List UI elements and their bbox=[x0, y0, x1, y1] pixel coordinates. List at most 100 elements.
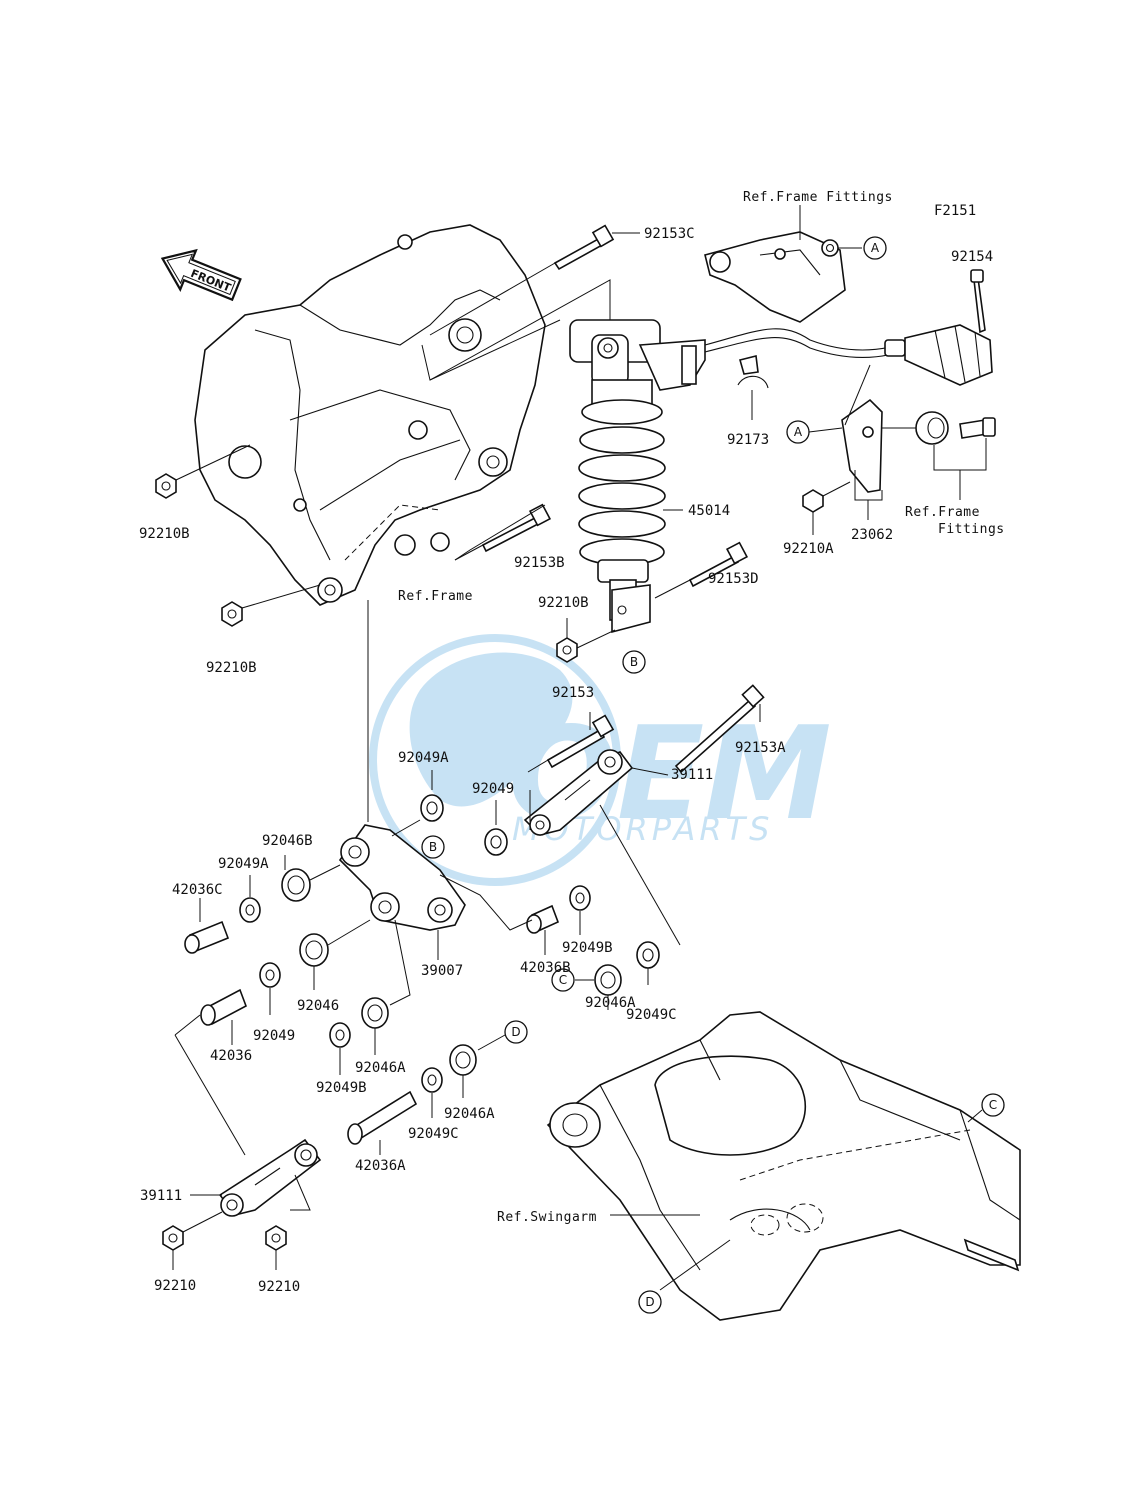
label-42036: 42036 bbox=[210, 1048, 252, 1064]
label-92049b-right: 92049B bbox=[562, 940, 613, 956]
label-92046a-mid: 92046A bbox=[355, 1060, 406, 1076]
bearing-92046a-mid bbox=[361, 919, 411, 1055]
label-42036b: 42036B bbox=[520, 960, 571, 976]
nut-92210b-top bbox=[155, 444, 251, 499]
washer-92049c-right bbox=[636, 941, 660, 985]
ref-frame-fittings-top: Ref.Frame Fittings bbox=[743, 190, 893, 205]
label-92210b-top: 92210B bbox=[139, 526, 190, 542]
label-92153c: 92153C bbox=[644, 226, 695, 242]
bolt-92153d bbox=[654, 541, 749, 599]
swingarm bbox=[546, 1011, 1021, 1321]
ref-frame-fittings-right-1: Ref.Frame bbox=[905, 505, 980, 520]
label-92153a: 92153A bbox=[735, 740, 786, 756]
frame-fitting-bracket bbox=[704, 205, 862, 323]
tie-rod-top bbox=[523, 749, 681, 946]
callout-c-left: C bbox=[551, 968, 575, 992]
label-42036a: 42036A bbox=[355, 1158, 406, 1174]
washer-92049a-left bbox=[239, 875, 261, 923]
label-23062: 23062 bbox=[851, 527, 893, 543]
label-92046: 92046 bbox=[297, 998, 339, 1014]
preload-adjuster bbox=[704, 269, 993, 386]
diagram-code: F2151 bbox=[934, 203, 976, 219]
collar-42036b bbox=[439, 874, 560, 955]
collar-42036c bbox=[184, 898, 230, 954]
collar-42036 bbox=[200, 988, 247, 1045]
callout-d-bottom: D bbox=[638, 1290, 662, 1314]
ref-swingarm: Ref.Swingarm bbox=[497, 1210, 597, 1225]
bolt-92153a bbox=[674, 684, 765, 774]
washer-92049-top bbox=[484, 800, 508, 856]
nut-92210b-shock bbox=[556, 618, 616, 663]
label-92153: 92153 bbox=[552, 685, 594, 701]
nut-92210b-mid bbox=[221, 584, 321, 627]
washer-92049b-mid bbox=[329, 1022, 351, 1075]
rocker-arm bbox=[338, 600, 466, 960]
label-92210-left: 92210 bbox=[154, 1278, 196, 1294]
label-92049a-left: 92049A bbox=[218, 856, 269, 872]
svg-text:C: C bbox=[559, 973, 567, 987]
label-92210-right: 92210 bbox=[258, 1279, 300, 1295]
washer-92049a-top bbox=[391, 770, 444, 837]
label-39111-top: 39111 bbox=[671, 767, 713, 783]
label-39111-low: 39111 bbox=[140, 1188, 182, 1204]
frame bbox=[194, 224, 546, 606]
spring-coils bbox=[578, 399, 666, 566]
label-92049c-mid: 92049C bbox=[408, 1126, 459, 1142]
label-92210b-shock: 92210B bbox=[538, 595, 589, 611]
callout-b-shock: B bbox=[622, 650, 646, 674]
svg-text:D: D bbox=[645, 1295, 654, 1309]
nut-92210-right bbox=[265, 1174, 311, 1270]
label-92049c-right: 92049C bbox=[626, 1007, 677, 1023]
washer-92049b-right bbox=[569, 885, 591, 935]
label-92049-left: 92049 bbox=[253, 1028, 295, 1044]
bracket-23062 bbox=[841, 364, 883, 520]
collar-42036a bbox=[347, 1090, 418, 1155]
front-arrow-icon: FRONT bbox=[160, 248, 242, 302]
label-92049a-top: 92049A bbox=[398, 750, 449, 766]
tie-rod-low bbox=[174, 1014, 322, 1217]
bearing-92046b bbox=[281, 855, 341, 902]
label-92046b: 92046B bbox=[262, 833, 313, 849]
nut-92210-left bbox=[162, 1211, 223, 1270]
label-92154: 92154 bbox=[951, 249, 993, 265]
bearing-92046a-right bbox=[575, 964, 622, 1010]
label-92210b-mid: 92210B bbox=[206, 660, 257, 676]
washer-92049-left bbox=[259, 962, 281, 1015]
label-45014: 45014 bbox=[688, 503, 730, 519]
ref-frame-fittings-right-2: Fittings bbox=[938, 522, 1005, 537]
svg-text:A: A bbox=[794, 425, 803, 439]
shock-absorber bbox=[421, 279, 706, 634]
label-42036c: 42036C bbox=[172, 882, 223, 898]
label-92046a-low: 92046A bbox=[444, 1106, 495, 1122]
svg-text:A: A bbox=[871, 241, 880, 255]
clamp-92173 bbox=[737, 355, 769, 420]
callout-d-top: D bbox=[504, 1020, 528, 1044]
label-92049-top: 92049 bbox=[472, 781, 514, 797]
collar-and-bolt bbox=[882, 411, 996, 500]
bolt-92153 bbox=[527, 712, 615, 773]
label-92173: 92173 bbox=[727, 432, 769, 448]
svg-text:D: D bbox=[511, 1025, 520, 1039]
nut-92210a bbox=[802, 481, 851, 535]
callout-b-rocker: B bbox=[421, 835, 445, 859]
label-92210a: 92210A bbox=[783, 541, 834, 557]
ref-frame: Ref.Frame bbox=[398, 589, 473, 604]
callout-c-right: C bbox=[981, 1093, 1005, 1117]
label-92049b-mid: 92049B bbox=[316, 1080, 367, 1096]
label-39007: 39007 bbox=[421, 963, 463, 979]
callout-a-top: A bbox=[863, 236, 887, 260]
part-labels: 92153C 92154 92173 23062 92210A 92210B 9… bbox=[139, 226, 993, 1295]
svg-text:C: C bbox=[989, 1098, 997, 1112]
bolt-92153b bbox=[454, 503, 552, 561]
watermark-continents bbox=[409, 652, 573, 807]
watermark: OEM MOTORPARTS bbox=[369, 634, 832, 886]
callout-a-mid: A bbox=[786, 420, 843, 444]
bearing-92046a-low bbox=[449, 1034, 506, 1098]
label-92046a-right: 92046A bbox=[585, 995, 636, 1011]
svg-text:B: B bbox=[630, 655, 638, 669]
label-92153b: 92153B bbox=[514, 555, 565, 571]
label-92153d: 92153D bbox=[708, 571, 759, 587]
svg-text:B: B bbox=[429, 840, 437, 854]
bearing-92046 bbox=[299, 919, 371, 990]
